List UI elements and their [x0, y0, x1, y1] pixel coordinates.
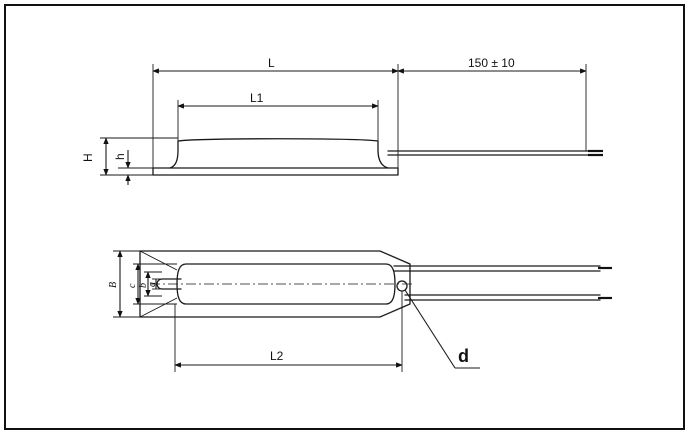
label-B: B: [108, 282, 119, 288]
side-view: L 150 ± 10 L1 H h: [81, 56, 603, 185]
label-c: c: [127, 283, 138, 288]
label-L: L: [268, 56, 275, 70]
plate-diagonal-bottom-left: [139, 297, 178, 318]
label-h: h: [113, 153, 127, 160]
plate-diagonal-top-left: [139, 250, 178, 271]
label-d: d: [458, 346, 469, 366]
leader-d: [404, 289, 456, 369]
label-L1: L1: [250, 91, 264, 105]
label-a: a: [147, 282, 158, 287]
label-L2: L2: [270, 349, 284, 363]
label-H: H: [81, 153, 95, 162]
top-view: B c b a L2 d: [108, 250, 612, 372]
drawing-frame: [4, 4, 685, 430]
label-b: b: [138, 283, 149, 288]
top-resistor-body: [176, 263, 396, 305]
side-resistor-body: [169, 138, 389, 169]
label-150: 150 ± 10: [468, 56, 515, 70]
